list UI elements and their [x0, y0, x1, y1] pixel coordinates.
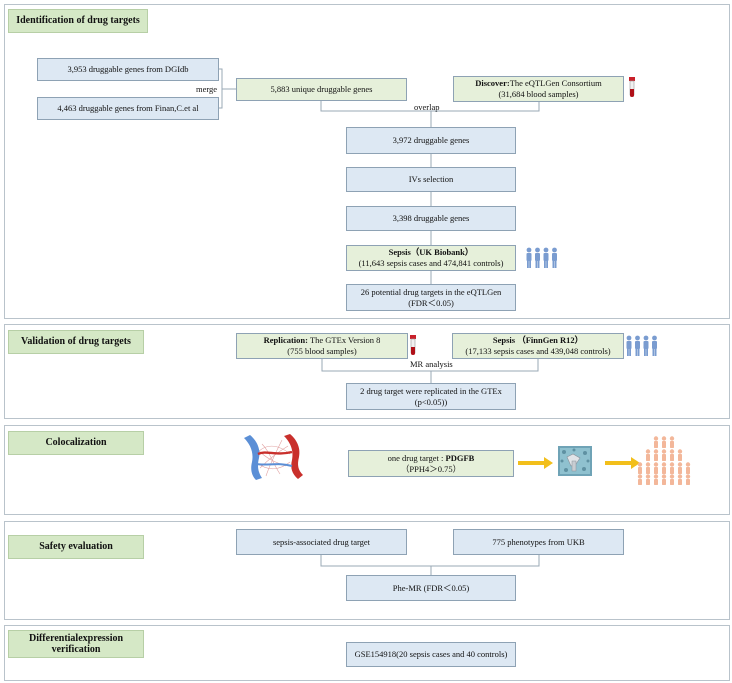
- box-sepsis-target: sepsis-associated drug target: [236, 529, 407, 555]
- box-dgidb: 3,953 druggable genes from DGIdb: [37, 58, 219, 81]
- box-ivs-selection: IVs selection: [346, 167, 516, 192]
- box-775-phenotypes: 775 phenotypes from UKB: [453, 529, 624, 555]
- arrow-right-icon: [605, 457, 640, 469]
- overlap-label: overlap: [414, 102, 440, 112]
- box-replication: Replication: The GTEx Version 8 (755 blo…: [236, 333, 408, 359]
- arrow-right-icon: [518, 457, 553, 469]
- people-group-icon: [626, 335, 657, 356]
- box-replicated-result: 2 drug target were replicated in the GTE…: [346, 383, 516, 410]
- box-gse154918: GSE154918(20 sepsis cases and 40 control…: [346, 642, 516, 667]
- blood-vessel-icon: [244, 434, 303, 480]
- people-group-icon: [526, 247, 557, 268]
- box-phe-mr: Phe-MR (FDR＜0.05): [346, 575, 516, 601]
- section-title-validation: Validation of drug targets: [8, 330, 144, 354]
- box-discover: Discover:The eQTLGen Consortium (31,684 …: [453, 76, 624, 102]
- section-title-safety: Safety evaluation: [8, 535, 144, 559]
- blood-tube-icon: [629, 77, 635, 97]
- box-sepsis-ukb: Sepsis（UK Biobank） (11,643 sepsis cases …: [346, 245, 516, 271]
- population-pyramid-icon: [637, 436, 691, 485]
- blood-tube-icon: [410, 335, 416, 355]
- box-potential-targets: 26 potential drug targets in the eQTLGen…: [346, 284, 516, 311]
- box-unique-genes: 5,883 unique druggable genes: [236, 78, 407, 101]
- box-finan: 4,463 druggable genes from Finan,C.et al: [37, 97, 219, 120]
- section-title-differential: Differentialexpression verification: [8, 630, 144, 658]
- merge-label: merge: [196, 84, 218, 94]
- section-title-identification: Identification of drug targets: [8, 9, 148, 33]
- mr-analysis-label: MR analysis: [410, 359, 453, 369]
- box-3972-genes: 3,972 druggable genes: [346, 127, 516, 154]
- box-finngen: Sepsis （FinnGen R12） (17,133 sepsis case…: [452, 333, 624, 359]
- section-title-colocalization: Colocalization: [8, 431, 144, 455]
- box-3398-genes: 3,398 druggable genes: [346, 206, 516, 231]
- box-pdgfb: one drug target : PDGFB （PPH4＞0.75）: [348, 450, 514, 477]
- protein-icon: [558, 446, 592, 476]
